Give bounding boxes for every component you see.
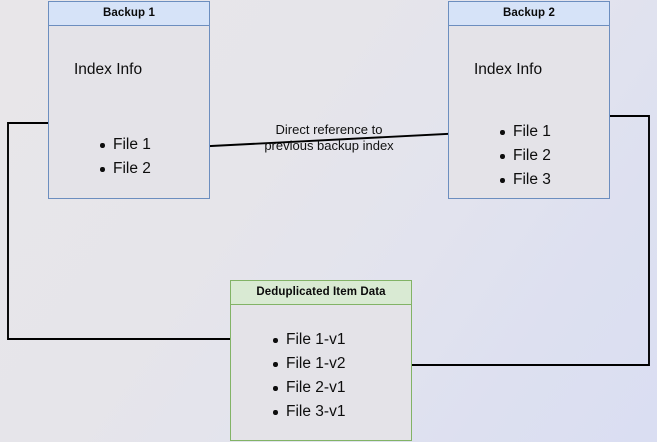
list-item: File 1-v2 — [272, 352, 345, 376]
backup-1-subtitle: Index Info — [74, 61, 143, 78]
edge-label-line-1: Direct reference to — [275, 122, 383, 137]
node-deduplicated-item-data[interactable]: Deduplicated Item Data File 1-v1 File 1-… — [230, 280, 412, 441]
backup-1-file-list: File 1 File 2 — [99, 133, 151, 181]
list-item: File 2-v1 — [272, 376, 345, 400]
backup-1-header: Backup 1 — [49, 2, 209, 26]
backup-2-subtitle: Index Info — [474, 61, 543, 78]
dedup-body: File 1-v1 File 1-v2 File 2-v1 File 3-v1 — [231, 305, 411, 440]
dedup-file-list: File 1-v1 File 1-v2 File 2-v1 File 3-v1 — [272, 328, 345, 424]
edge-label-line-2: previous backup index — [264, 138, 394, 153]
backup-1-body: Index Info File 1 File 2 — [49, 26, 209, 198]
list-item: File 2 — [99, 157, 151, 181]
list-item: File 3-v1 — [272, 400, 345, 424]
dedup-header: Deduplicated Item Data — [231, 281, 411, 305]
backup-2-header: Backup 2 — [449, 2, 609, 26]
list-item: File 1 — [99, 133, 151, 157]
backup-2-body: Index Info File 1 File 2 File 3 — [449, 26, 609, 198]
list-item: File 1 — [499, 120, 551, 144]
backup-2-file-list: File 1 File 2 File 3 — [499, 120, 551, 192]
edge-label-direct-reference: Direct reference to previous backup inde… — [249, 122, 409, 154]
node-backup-2[interactable]: Backup 2 Index Info File 1 File 2 File 3 — [448, 1, 610, 199]
list-item: File 3 — [499, 168, 551, 192]
list-item: File 2 — [499, 144, 551, 168]
node-backup-1[interactable]: Backup 1 Index Info File 1 File 2 — [48, 1, 210, 199]
list-item: File 1-v1 — [272, 328, 345, 352]
